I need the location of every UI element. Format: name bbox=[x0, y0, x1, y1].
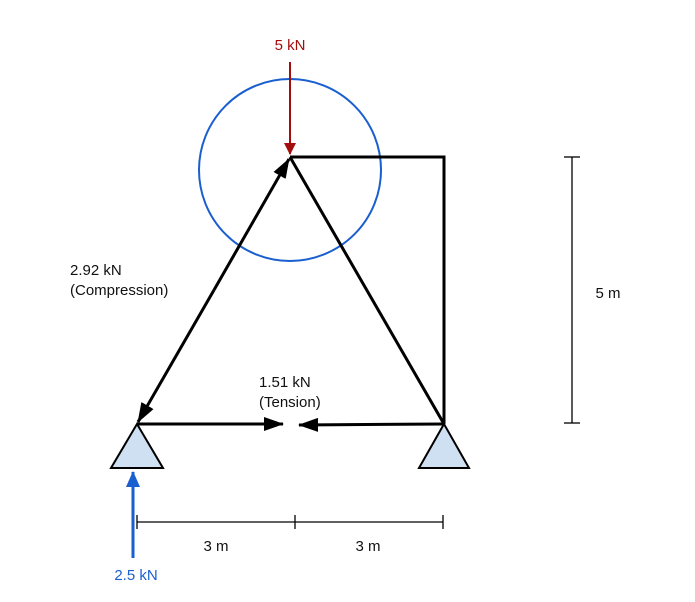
member-left-diagonal-arrow-up bbox=[212, 158, 291, 291]
bottom-member-type-label: (Tension) bbox=[259, 394, 321, 411]
member-left-diagonal-arrow-down bbox=[136, 289, 216, 423]
left-member-force-label: 2.92 kN bbox=[70, 262, 122, 279]
bottom-member-force-label: 1.51 kN bbox=[259, 374, 311, 391]
horizontal-dimension bbox=[136, 515, 444, 529]
right-pin-support bbox=[417, 421, 471, 469]
vertical-dimension bbox=[564, 156, 580, 424]
dim-height-label: 5 m bbox=[595, 285, 620, 302]
left-member-type-label: (Compression) bbox=[70, 282, 168, 299]
left-pin-support bbox=[109, 422, 165, 469]
member-bottom-arrow-left bbox=[298, 417, 445, 432]
reaction-label: 2.5 kN bbox=[114, 567, 157, 584]
applied-load-label: 5 kN bbox=[275, 37, 306, 54]
member-top-and-vertical bbox=[290, 155, 446, 424]
dim-left-span-label: 3 m bbox=[203, 538, 228, 555]
member-right-diagonal bbox=[288, 156, 446, 425]
dim-right-span-label: 3 m bbox=[355, 538, 380, 555]
